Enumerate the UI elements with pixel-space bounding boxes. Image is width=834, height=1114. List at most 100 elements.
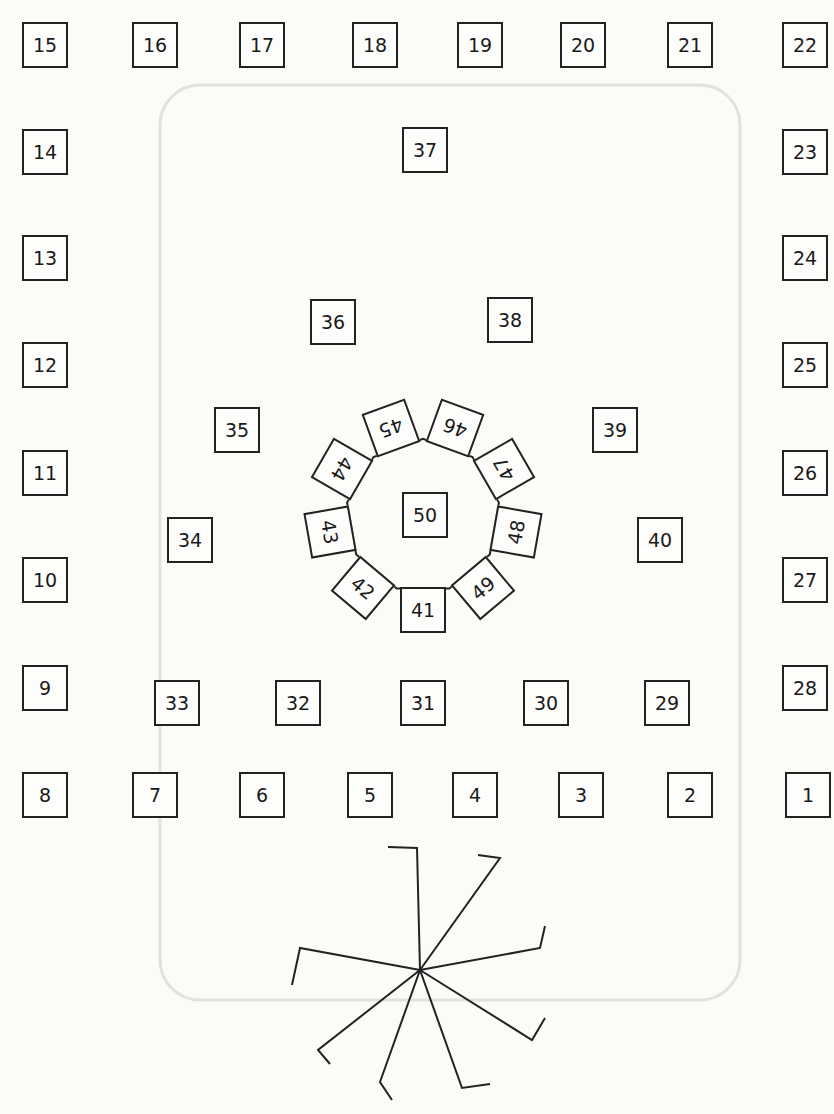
board-square: 21 [667, 22, 713, 68]
square-number: 50 [413, 506, 437, 525]
square-number: 26 [793, 464, 817, 483]
square-number: 36 [321, 313, 345, 332]
square-number: 32 [286, 694, 310, 713]
square-number: 22 [793, 36, 817, 55]
board-square: 22 [782, 22, 828, 68]
square-number: 4 [469, 786, 481, 805]
board-square: 16 [132, 22, 178, 68]
square-number: 7 [149, 786, 161, 805]
board-square: 41 [400, 587, 446, 633]
board-square: 11 [22, 450, 68, 496]
board-square: 5 [347, 772, 393, 818]
board-square: 47 [473, 438, 536, 501]
square-number: 29 [655, 694, 679, 713]
board-square: 18 [352, 22, 398, 68]
board-square: 36 [310, 299, 356, 345]
square-number: 49 [468, 573, 499, 603]
square-number: 47 [490, 454, 519, 484]
board-square: 45 [361, 398, 420, 457]
square-number: 33 [165, 694, 189, 713]
square-number: 31 [411, 694, 435, 713]
board-square: 44 [310, 438, 373, 501]
board-square: 6 [239, 772, 285, 818]
square-number: 10 [33, 571, 57, 590]
board-square: 34 [167, 517, 213, 563]
board-square: 19 [457, 22, 503, 68]
board-square: 31 [400, 680, 446, 726]
board-square: 39 [592, 407, 638, 453]
board-square: 1 [785, 772, 831, 818]
board-square: 40 [637, 517, 683, 563]
board-square: 10 [22, 557, 68, 603]
board-square: 20 [560, 22, 606, 68]
faint-background-frame [160, 85, 740, 1000]
square-number: 35 [225, 421, 249, 440]
square-number: 1 [802, 786, 814, 805]
square-number: 34 [178, 531, 202, 550]
board-square: 8 [22, 772, 68, 818]
square-number: 3 [575, 786, 587, 805]
board-square: 27 [782, 557, 828, 603]
board-square: 49 [451, 556, 516, 621]
square-number: 6 [256, 786, 268, 805]
board-square: 37 [402, 127, 448, 173]
board-square: 14 [22, 129, 68, 175]
square-number: 41 [411, 601, 435, 620]
square-number: 38 [498, 311, 522, 330]
square-number: 11 [33, 464, 57, 483]
square-number: 14 [33, 143, 57, 162]
board-square: 25 [782, 342, 828, 388]
board-square: 3 [558, 772, 604, 818]
board-square: 48 [489, 506, 542, 559]
square-number: 23 [793, 143, 817, 162]
board-square: 32 [275, 680, 321, 726]
square-number: 25 [793, 356, 817, 375]
board-square: 13 [22, 235, 68, 281]
board-square: 43 [304, 506, 357, 559]
board-square: 29 [644, 680, 690, 726]
square-number: 15 [33, 36, 57, 55]
board-square: 50 [402, 492, 448, 538]
board-square: 46 [426, 398, 485, 457]
spiral-star-symbol [292, 847, 545, 1100]
board-square: 24 [782, 235, 828, 281]
board-square: 28 [782, 665, 828, 711]
square-number: 39 [603, 421, 627, 440]
square-number: 8 [39, 786, 51, 805]
square-number: 44 [327, 454, 356, 484]
board-square: 7 [132, 772, 178, 818]
board-square: 17 [239, 22, 285, 68]
board-square: 2 [667, 772, 713, 818]
board-square: 15 [22, 22, 68, 68]
board-square: 38 [487, 297, 533, 343]
board-square: 9 [22, 665, 68, 711]
square-number: 48 [504, 519, 527, 546]
square-number: 18 [363, 36, 387, 55]
board-square: 4 [452, 772, 498, 818]
square-number: 19 [468, 36, 492, 55]
board-square: 26 [782, 450, 828, 496]
square-number: 16 [143, 36, 167, 55]
square-number: 45 [376, 415, 405, 441]
square-number: 40 [648, 531, 672, 550]
square-number: 37 [413, 141, 437, 160]
square-number: 21 [678, 36, 702, 55]
board-square: 42 [330, 556, 395, 621]
square-number: 9 [39, 679, 51, 698]
square-number: 46 [441, 415, 470, 441]
square-number: 2 [684, 786, 696, 805]
square-number: 24 [793, 249, 817, 268]
square-number: 12 [33, 356, 57, 375]
board-square: 23 [782, 129, 828, 175]
board-square: 12 [22, 342, 68, 388]
board-square: 33 [154, 680, 200, 726]
square-number: 42 [347, 573, 378, 603]
square-number: 13 [33, 249, 57, 268]
board-square: 35 [214, 407, 260, 453]
square-number: 30 [534, 694, 558, 713]
square-number: 43 [319, 519, 342, 546]
square-number: 28 [793, 679, 817, 698]
board-square: 30 [523, 680, 569, 726]
square-number: 27 [793, 571, 817, 590]
